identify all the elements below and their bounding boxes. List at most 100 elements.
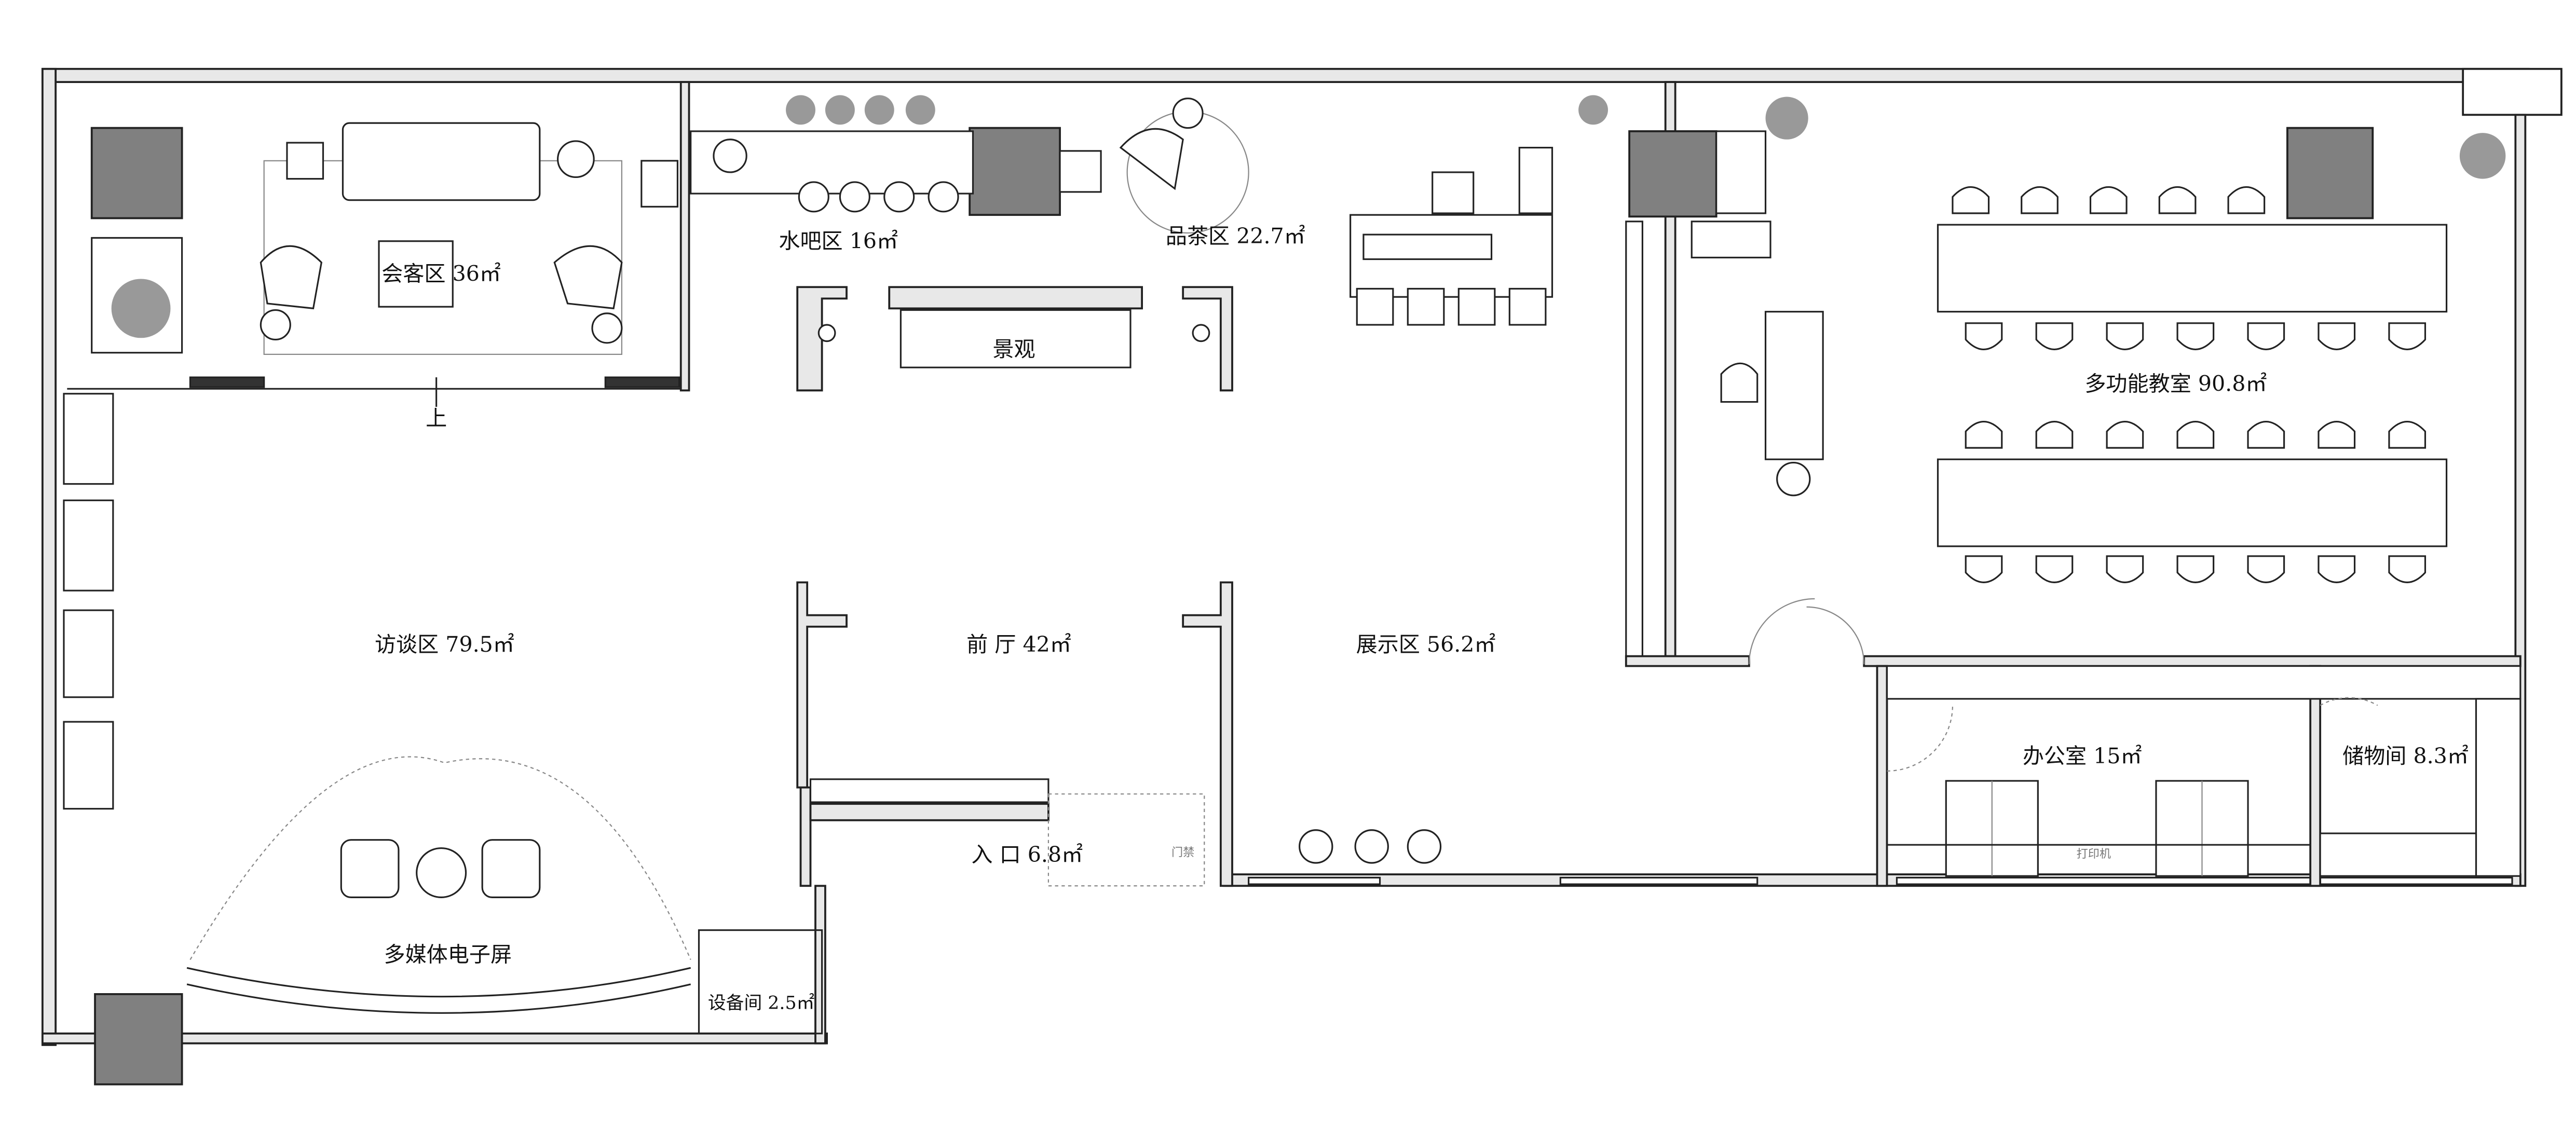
armchair [481,839,541,898]
counter [809,778,1050,803]
chair [1965,322,2003,350]
reception-partition [679,81,690,392]
chair [1432,171,1475,214]
lamp [1172,98,1204,129]
side-table [286,142,324,180]
label-tea-area: 品茶区 22.7㎡ [1166,224,1305,249]
window-seat [63,721,114,810]
chair [2247,420,2285,449]
sliding-door [604,376,680,388]
chair [2089,186,2128,214]
shelving [1886,665,2522,700]
pillar [2286,127,2374,219]
pillars [90,127,2374,1085]
chair [2176,420,2215,449]
chair [2035,555,2074,583]
window [1896,876,2513,885]
outer-wall-bottom-left [41,1032,828,1044]
outer-wall-top [41,67,2530,83]
outer-wall-left [41,67,57,1046]
chair [2388,555,2427,583]
storage-shelving [2319,832,2477,877]
label-storage: 储物间 8.3㎡ [2342,744,2469,768]
glass-partition [1625,221,1643,657]
chair [2106,322,2144,350]
lobby-wall-right [1182,581,1233,887]
landscape-wall-right [1182,286,1233,392]
entrance-partition [809,803,1050,821]
stool [1776,461,1811,497]
label-office: 办公室 15㎡ [2023,744,2142,768]
equipment-room [698,929,823,1035]
tea-tray [1362,233,1493,260]
classroom-wall-bottom [1863,655,2522,667]
classroom-chairs [1952,186,2427,583]
desk [1764,311,1824,460]
round-table [416,847,467,898]
classroom-door [1748,598,1865,665]
office-wall-left [1876,665,1888,887]
label-water-bar: 水吧区 16㎡ [779,228,898,253]
chair [2247,555,2285,583]
cabinet [1715,130,1767,214]
chair [2176,555,2215,583]
sliding-door [189,376,265,388]
classroom-table [1937,224,2448,313]
chair [1952,186,1990,214]
label-interview: 访谈区 79.5㎡ [375,632,514,657]
column [817,324,836,342]
chair [2158,186,2197,214]
equipment-wall-right [814,885,826,1044]
classroom-wall-bottom [1625,655,1750,667]
walls [41,67,2563,1046]
furniture [91,95,2506,1014]
label-printer: 打印机 [2077,847,2111,861]
chair [2388,322,2427,350]
plant-icon [111,279,171,338]
label-exhibition: 展示区 56.2㎡ [1356,632,1496,657]
chair [1720,362,1759,403]
display-stand [1299,829,1333,864]
chair [2021,186,2059,214]
pillar [1628,130,1718,218]
side-table [640,160,678,208]
chair [2035,322,2074,350]
lamp [557,140,595,178]
chair [2247,322,2285,350]
display-stand [1354,829,1389,864]
plants-top [786,95,2506,179]
lamp [591,312,623,344]
armchair [260,245,323,310]
lamp [260,309,291,341]
chair [1965,555,2003,583]
classroom-table [1937,458,2448,547]
media-screen-back [186,983,691,1014]
window-seat [63,499,114,592]
display-stand [1407,829,1442,864]
label-media-screen: 多媒体电子屏 [384,942,512,967]
chair [2106,555,2144,583]
entrance-wall-left [799,786,812,887]
bar-stools [798,181,959,213]
chair [2035,420,2074,449]
armchair [553,245,623,310]
storage-shelving [2475,698,2522,877]
chair [2318,420,2356,449]
window-seat [63,609,114,698]
column [1192,324,1210,342]
landscape-wall-top [888,286,1143,310]
chair [2318,555,2356,583]
pillar [969,127,1061,216]
labels: 会客区 36㎡ 水吧区 16㎡ 品茶区 22.7㎡ 景观 上 多功能教室 90.… [375,224,2469,1013]
pillar [90,127,183,219]
label-entrance: 入 口 6.8㎡ [971,842,1083,867]
chair [2388,420,2427,449]
label-reception: 会客区 36㎡ [381,262,501,286]
label-classroom: 多功能教室 90.8㎡ [2084,371,2267,396]
pillar [94,993,183,1085]
bar-counter [690,130,974,195]
landscape-feature [899,309,1132,368]
chair [2106,420,2144,449]
armchair [340,839,400,898]
